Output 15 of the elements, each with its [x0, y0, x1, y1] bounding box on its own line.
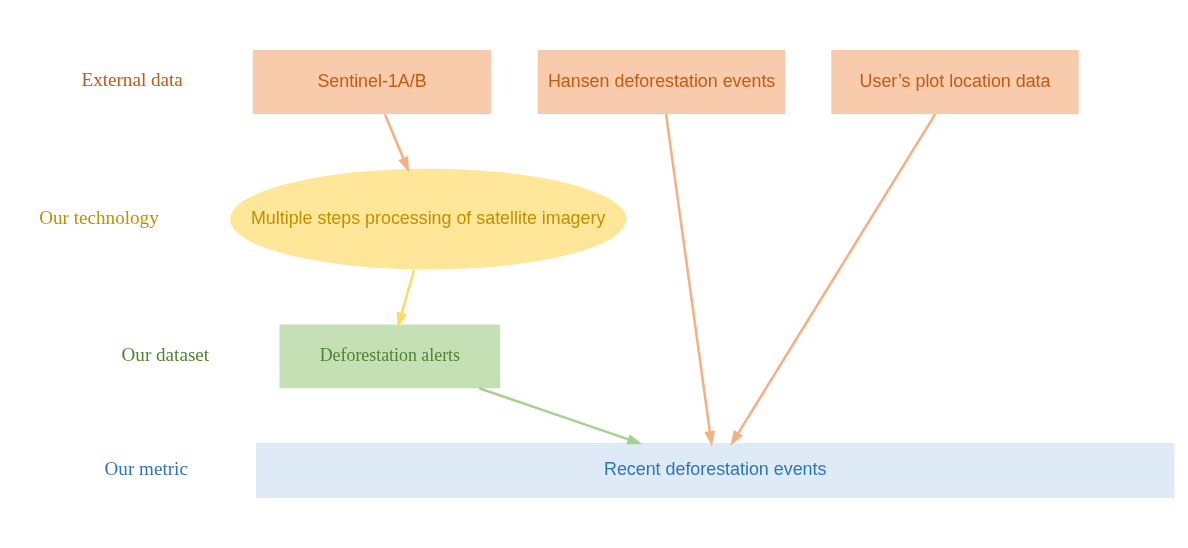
arrow: [730, 113, 937, 446]
label: Our metric: [104, 457, 188, 479]
arrow: [664, 113, 716, 447]
arrow: [383, 113, 410, 173]
node-box: Hansen deforestation events: [537, 50, 786, 114]
arrow: [396, 269, 416, 328]
node-box: Recent deforestation events: [255, 443, 1175, 498]
label: Our dataset: [121, 343, 210, 365]
node-box: Deforestation alerts: [279, 324, 501, 389]
node-box: Sentinel-1A/B: [252, 50, 492, 114]
label: External data: [81, 69, 183, 91]
arrow: [478, 387, 643, 445]
label: Our technology: [39, 206, 159, 228]
node-box: User’s plot location data: [831, 50, 1079, 114]
node-ellipse: Multiple steps processing of satellite imagery: [230, 168, 627, 270]
